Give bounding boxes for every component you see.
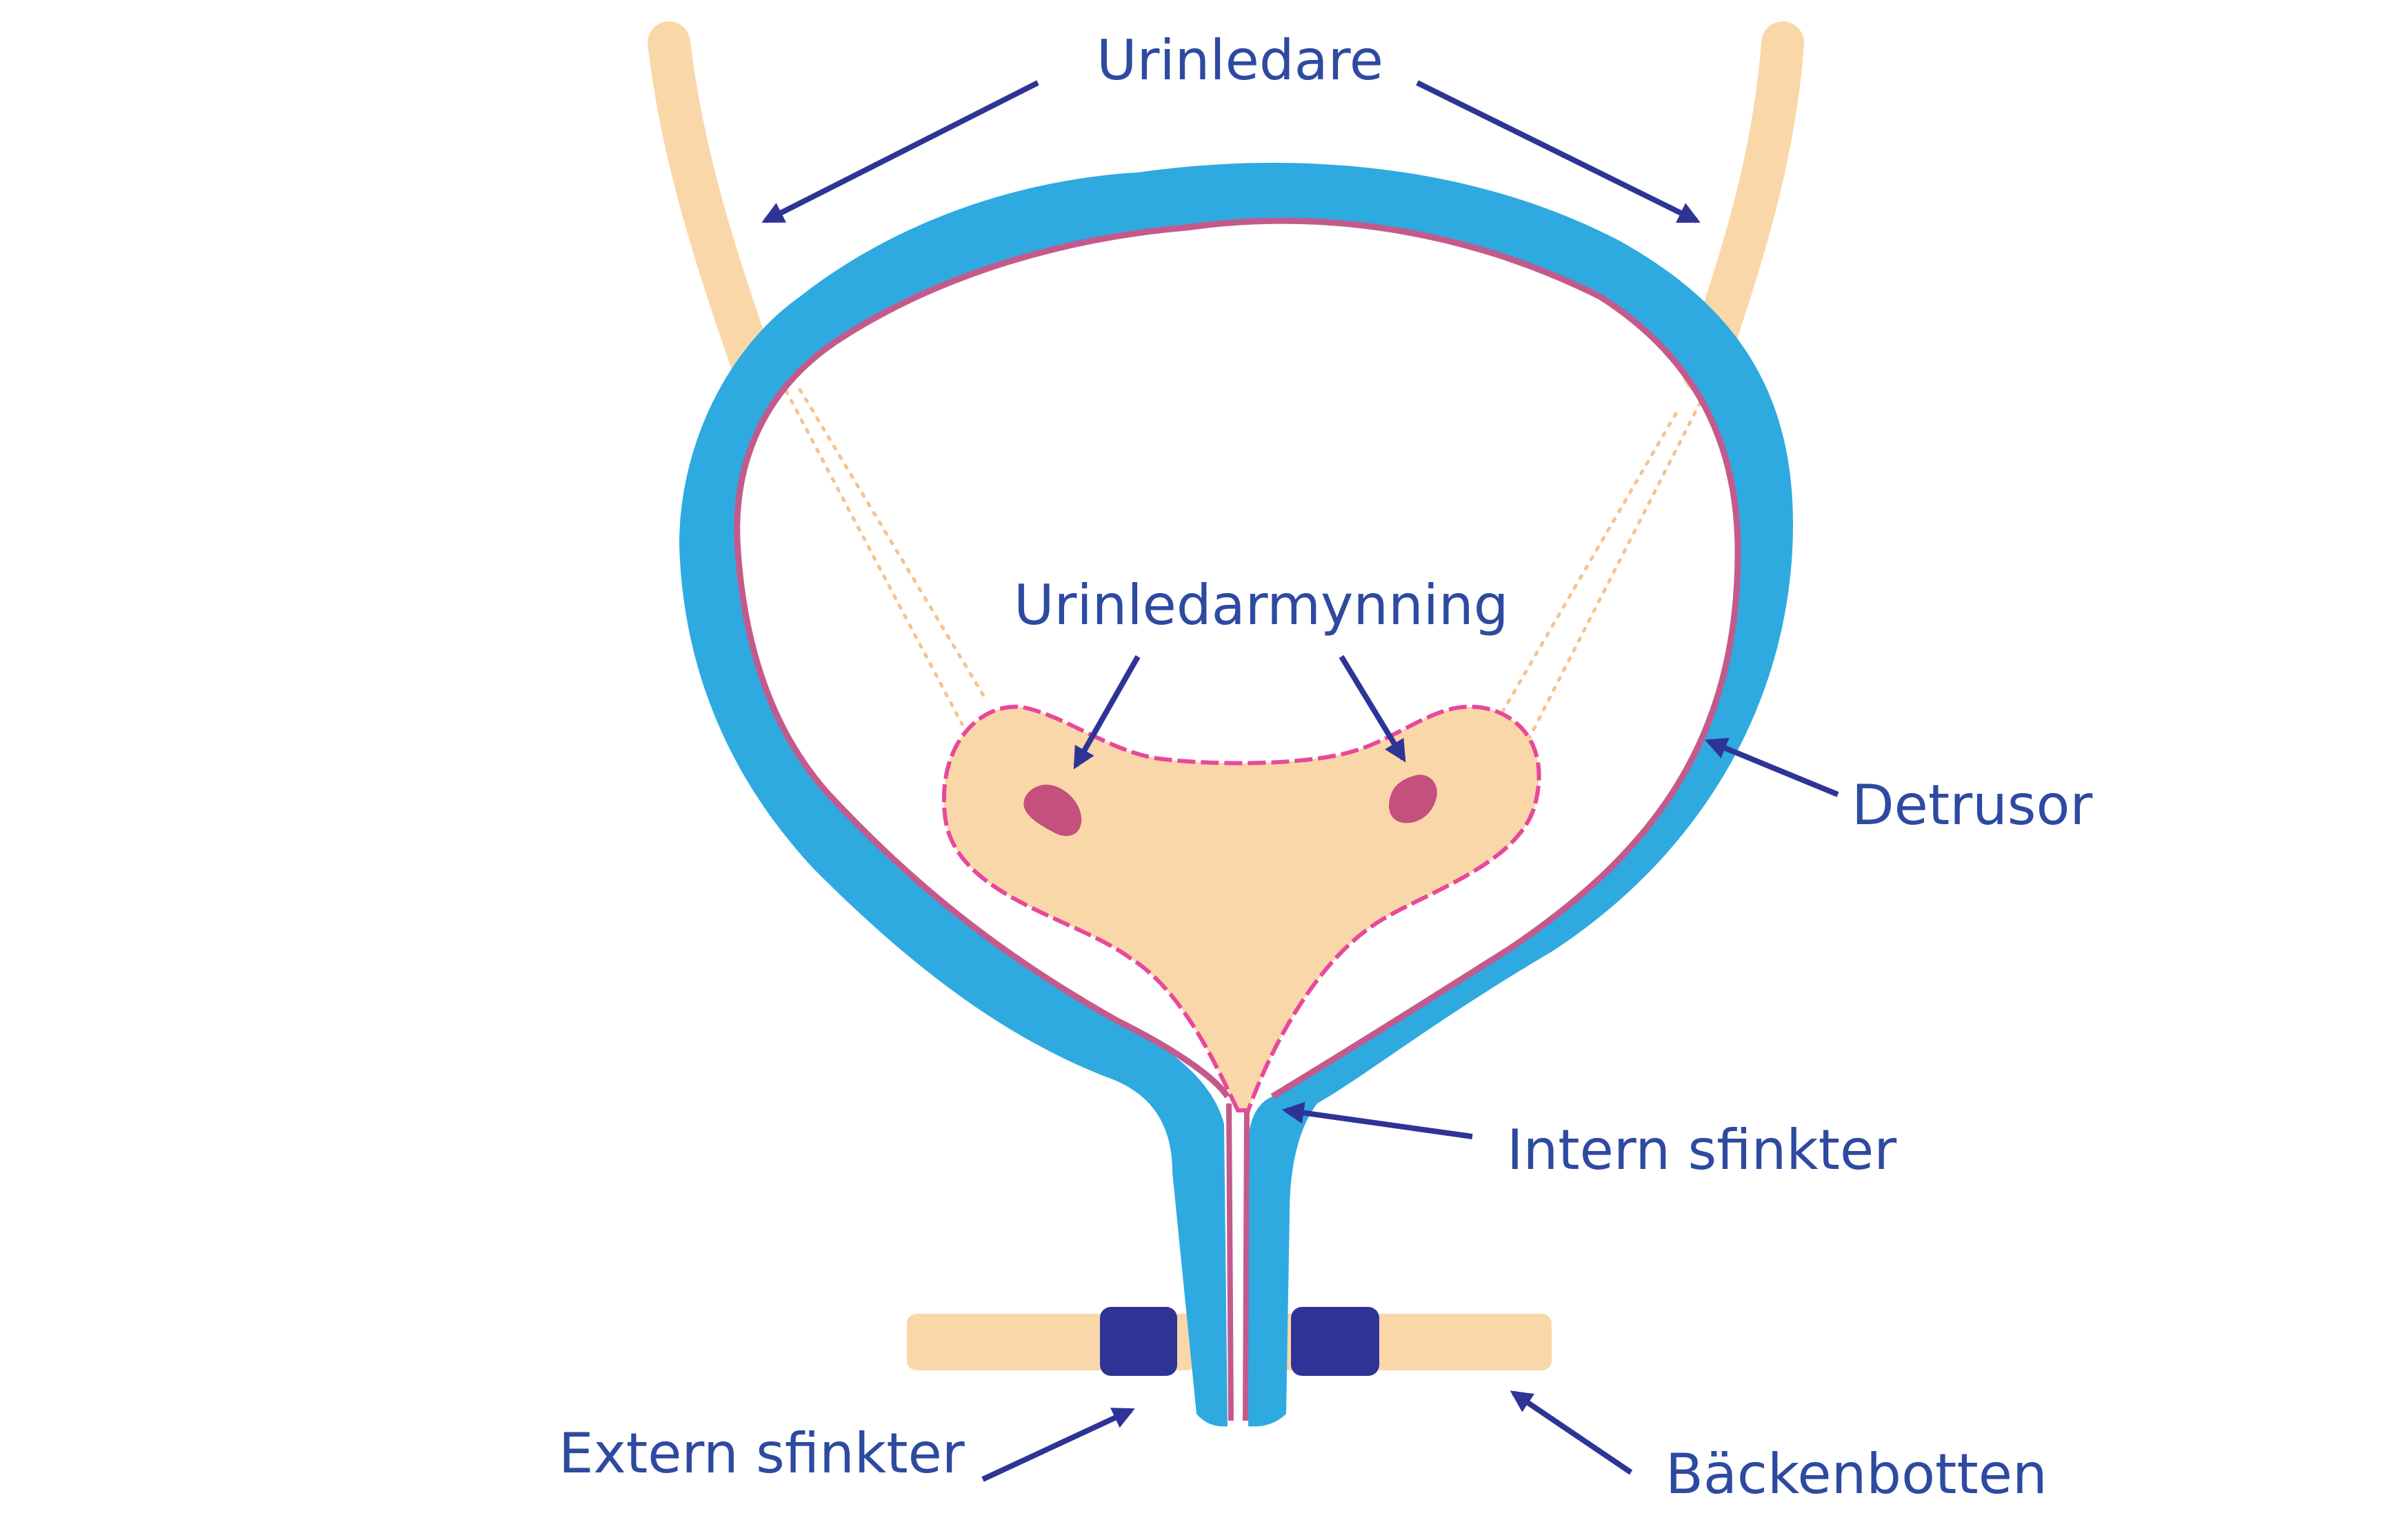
orifice-arrow-right	[1339, 654, 1406, 763]
left-ureter-intramural-path-2	[798, 388, 988, 702]
external-sphincter-left	[1100, 1307, 1177, 1376]
external-sphincter-arrow	[981, 1408, 1135, 1482]
ureter-arrow-right	[1416, 80, 1701, 223]
trigone	[941, 704, 1541, 1112]
label-internal-sphincter: Intern sfinkter	[1507, 1118, 1896, 1182]
left-ureter	[648, 21, 773, 383]
orifice-arrow-left	[1073, 655, 1141, 770]
right-ureter-intramural-path	[1525, 381, 1712, 743]
detrusor-arrow	[1705, 737, 1839, 797]
label-ureteral-orifice: Urinledarmynning	[1014, 573, 1509, 637]
urethra-lining-right	[1243, 1103, 1250, 1421]
internal-sphincter-arrow	[1281, 1101, 1473, 1139]
bladder-wall	[679, 163, 1793, 1427]
ureter-arrow-left	[761, 80, 1039, 223]
label-ureter: Urinledare	[1097, 28, 1383, 92]
right-ureteral-orifice	[1389, 774, 1437, 823]
mucosa-lining	[734, 217, 1741, 1099]
left-ureteral-orifice	[1023, 784, 1082, 837]
left-ureter-intramural-path	[763, 350, 964, 726]
external-sphincter-right	[1291, 1307, 1379, 1376]
label-detrusor: Detrusor	[1852, 773, 2092, 837]
pelvic-floor-arrow	[1510, 1390, 1633, 1475]
urethra-lining-left	[1226, 1103, 1234, 1421]
label-pelvic-floor: Bäckenbotten	[1665, 1442, 2047, 1506]
right-ureter-intramural-path-2	[1501, 412, 1678, 712]
label-external-sphincter: Extern sfinkter	[559, 1421, 965, 1486]
